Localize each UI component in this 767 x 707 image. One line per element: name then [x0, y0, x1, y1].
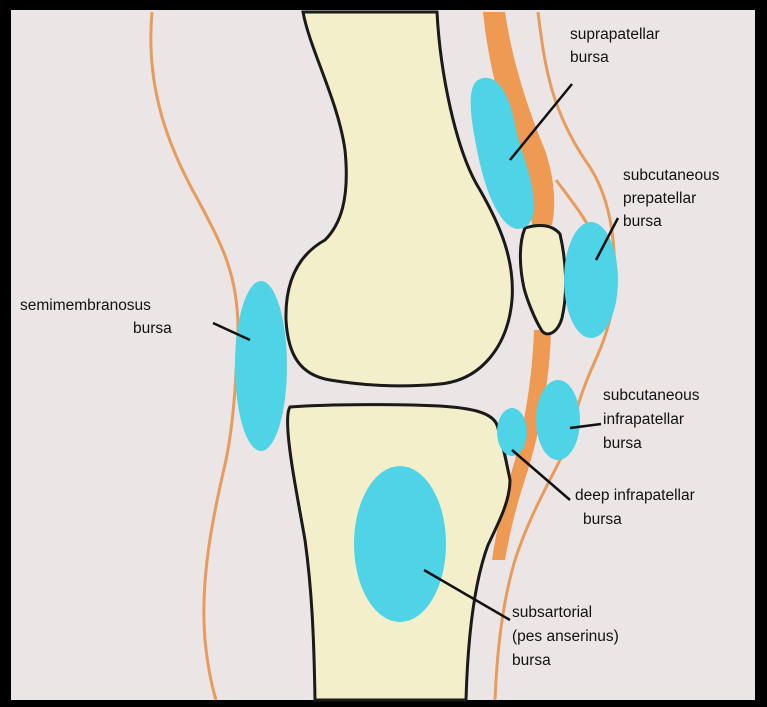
prepatellar-label-line-2: prepatellar — [623, 190, 696, 207]
subcutaneous-prepatellar-bursa — [564, 222, 618, 338]
semimembranosus-label-line-2: bursa — [133, 320, 172, 337]
prepatellar-label-line-1: subcutaneous — [623, 167, 720, 184]
deep-infrapatellar-bursa — [497, 408, 527, 456]
infrapatellar-label-line-1: subcutaneous — [603, 387, 700, 404]
suprapatellar-label-line-2: bursa — [570, 49, 609, 66]
subcutaneous-infrapatellar-bursa — [536, 380, 580, 460]
prepatellar-label-line-3: bursa — [623, 213, 662, 230]
subsartorial-bursa — [354, 466, 446, 622]
deep-infrapatellar-label-line-2: bursa — [583, 511, 622, 528]
suprapatellar-label-line-1: suprapatellar — [570, 26, 660, 43]
subsartorial-label-line-3: bursa — [512, 652, 551, 669]
infrapatellar-label-line-2: infrapatellar — [603, 411, 684, 428]
semimembranosus-label-line-1: semimembranosus — [20, 297, 151, 314]
subsartorial-label-line-1: subsartorial — [512, 604, 592, 621]
subsartorial-label-line-2: (pes anserinus) — [512, 628, 619, 645]
semimembranosus-bursa — [235, 281, 287, 451]
deep-infrapatellar-label-line-1: deep infrapatellar — [575, 487, 695, 504]
infrapatellar-label-line-3: bursa — [603, 435, 642, 452]
